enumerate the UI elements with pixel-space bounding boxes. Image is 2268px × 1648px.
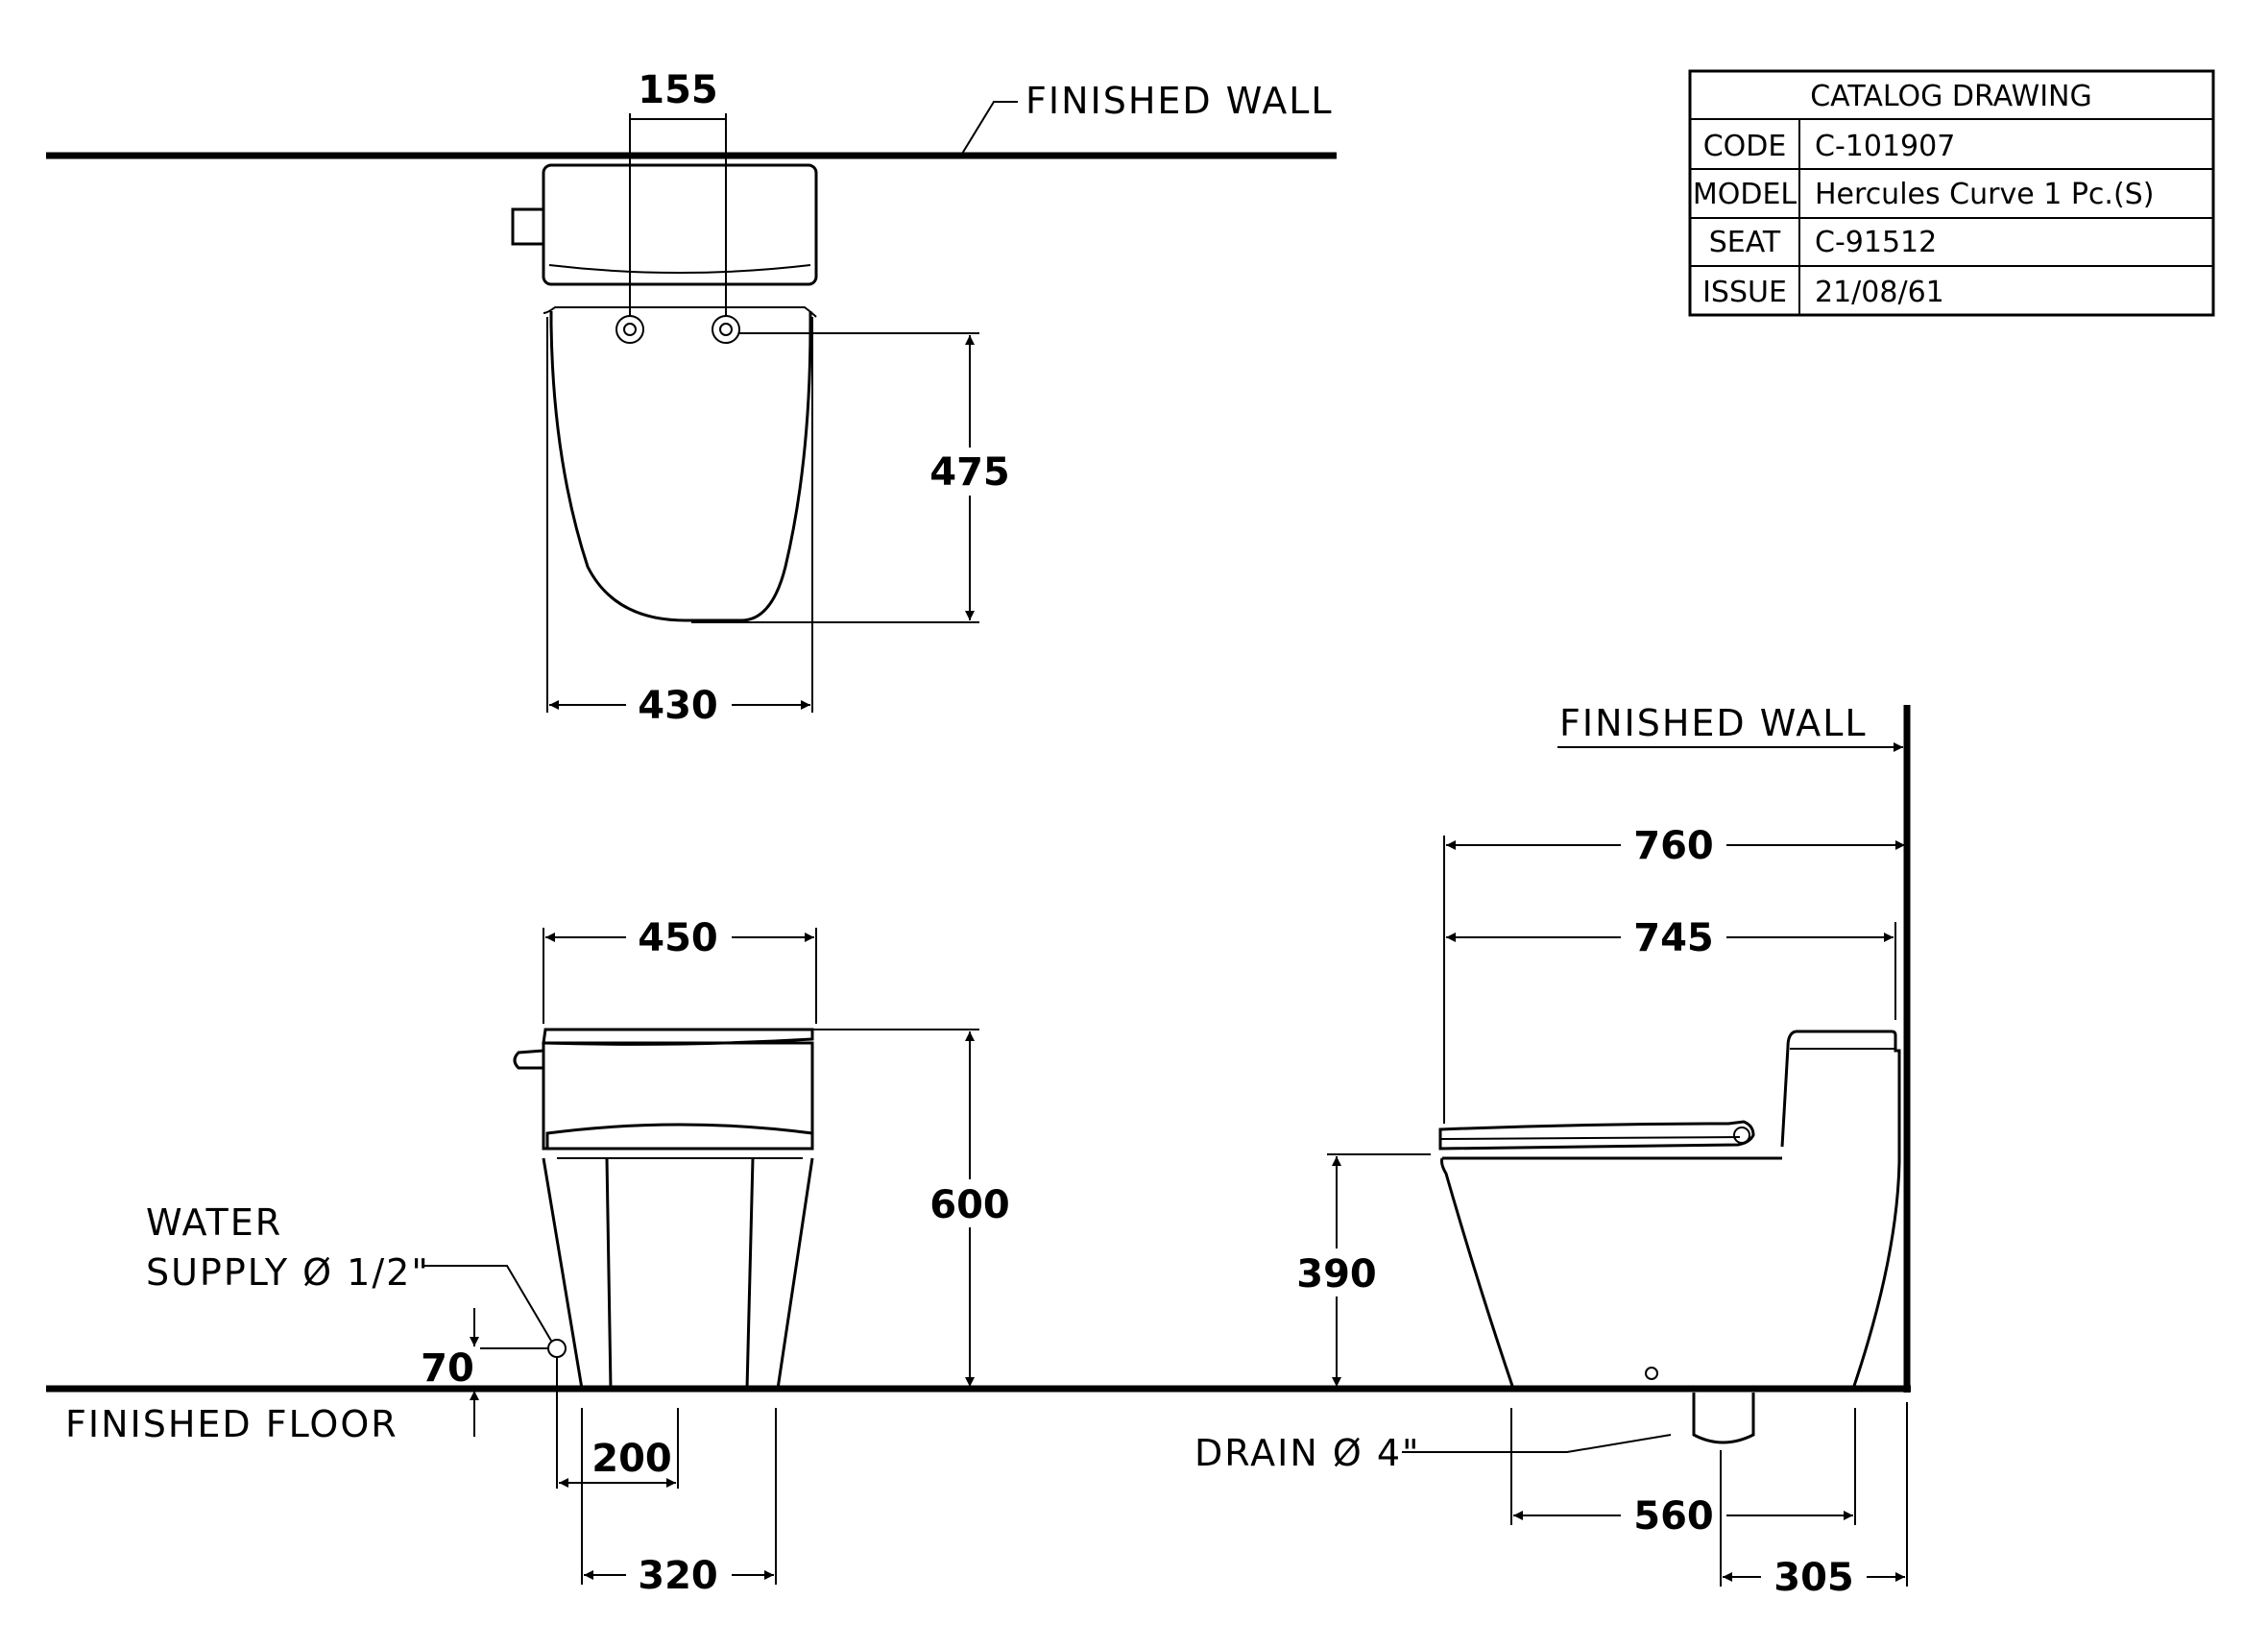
title-block-frame [1688, 69, 2215, 317]
tb-key-model: MODEL [1693, 178, 1798, 211]
dim-305-mask [1761, 1554, 1867, 1600]
dim-745-mask [1621, 914, 1726, 960]
pedestal-inner-left [605, 1157, 613, 1390]
seat-side [1438, 1120, 1755, 1151]
dim-475-label: 475 [929, 450, 1010, 495]
dim-305-label: 305 [1773, 1556, 1854, 1600]
drain-leader [1402, 1434, 1672, 1453]
wall-leader-top [961, 101, 1018, 155]
tb-val-seat: C-91512 [1815, 226, 1937, 259]
tb-key-issue: ISSUE [1702, 276, 1787, 309]
dim-560-label: 560 [1633, 1494, 1714, 1539]
water-label-1: WATER [146, 1201, 282, 1244]
tb-val-model: Hercules Curve 1 Pc.(S) [1815, 178, 2154, 211]
dim-475-mask [922, 448, 1018, 496]
tb-key-code: CODE [1703, 130, 1787, 163]
bolt-right-inner [719, 323, 733, 336]
dim-600-label: 600 [929, 1183, 1010, 1227]
drain-label: DRAIN Ø 4" [1194, 1432, 1420, 1474]
tank-plan [542, 163, 818, 286]
bolt-right [712, 315, 740, 344]
plan-view: FINISHED WALL 155 475 430 [46, 68, 1337, 728]
title-block: CATALOG DRAWING CODE C-101907 MODEL Herc… [1688, 69, 2215, 317]
dim-390-label: 390 [1296, 1252, 1377, 1297]
drain-marker [1645, 1367, 1658, 1380]
water-supply-icon [547, 1339, 567, 1358]
tank-plan-inner [548, 264, 811, 274]
finished-wall-label-top: FINISHED WALL [1025, 80, 1334, 122]
water-leader [422, 1265, 552, 1342]
dim-70-label: 70 [421, 1346, 474, 1391]
side-view: FINISHED WALL DRAIN Ø 4" 760 745 390 [1194, 702, 1911, 1600]
dim-560-mask [1621, 1492, 1726, 1539]
seat-front [545, 1123, 814, 1151]
dim-450-label: 450 [638, 916, 718, 960]
dim-430-mask [626, 682, 732, 728]
dim-745-label: 745 [1633, 916, 1714, 960]
dim-320-label: 320 [638, 1554, 718, 1598]
dim-450-mask [626, 912, 732, 958]
finished-wall-label-side: FINISHED WALL [1559, 702, 1868, 744]
tb-val-code: C-101907 [1815, 130, 1955, 163]
tb-val-issue: 21/08/61 [1815, 276, 1944, 309]
seat-side-line [1439, 1136, 1741, 1140]
pedestal-inner-right [745, 1157, 755, 1390]
flush-lever-plan [511, 207, 545, 246]
drain-pipe [1692, 1393, 1755, 1444]
finished-floor-label: FINISHED FLOOR [65, 1403, 398, 1445]
dim-200-label: 200 [591, 1437, 672, 1481]
tank-side [1796, 1030, 1901, 1390]
pedestal-front [542, 1157, 814, 1390]
bolt-left [615, 315, 644, 344]
water-label-2: SUPPLY Ø 1/2" [146, 1251, 430, 1294]
hinge-icon [1733, 1127, 1750, 1144]
flush-lever-front [513, 1049, 544, 1070]
tb-heading: CATALOG DRAWING [1810, 80, 2092, 113]
bolt-left-inner [623, 323, 637, 336]
bowl-side [1440, 1156, 1782, 1390]
bowl-plan [549, 311, 812, 622]
tb-key-seat: SEAT [1709, 226, 1781, 259]
tank-side-front [1780, 1030, 1797, 1148]
dim-390-mask [1287, 1248, 1392, 1297]
dim-320-mask [626, 1552, 732, 1598]
dim-760-label: 760 [1633, 824, 1714, 868]
dim-760-mask [1621, 822, 1726, 868]
dim-600-mask [922, 1179, 1018, 1227]
dim-430-label: 430 [638, 684, 718, 728]
tank-front [542, 1041, 814, 1151]
front-view: FINISHED FLOOR WATER SUPPLY Ø 1/2" 70 45… [46, 912, 1911, 1598]
dim-155-label: 155 [638, 68, 718, 112]
bowl-plan-outer [543, 306, 817, 318]
